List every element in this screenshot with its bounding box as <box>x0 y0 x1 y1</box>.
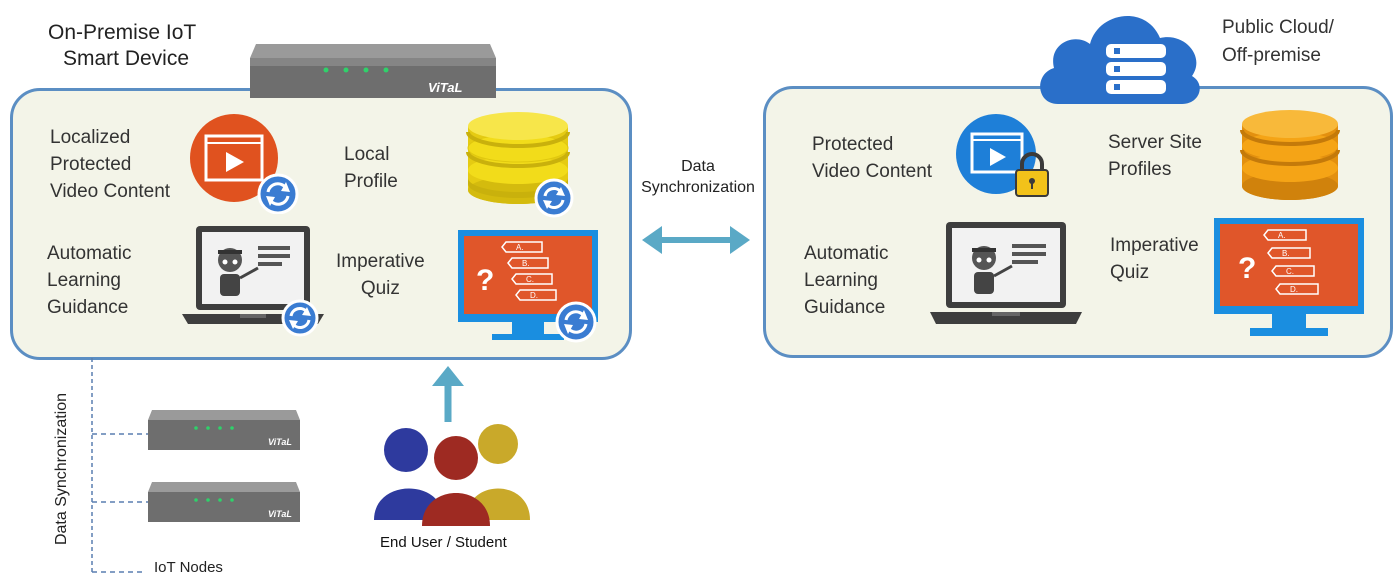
left-quiz-sync-icon <box>555 301 597 343</box>
right-quiz-monitor-icon: ? A. B. C. D. <box>1214 218 1364 336</box>
left-video-sync-icon <box>257 173 299 214</box>
left-video-label: Localized Protected Video Content <box>50 127 171 202</box>
vital-device-icon: ViTaL <box>250 44 496 98</box>
vertical-data-sync-label: Data Synchronization <box>53 392 70 546</box>
robot-icon <box>218 248 259 296</box>
right-video-icon <box>956 114 1049 197</box>
right-video-label: Protected Video Content <box>812 134 933 182</box>
on-premise-title: On-Premise IoT Smart Device <box>48 20 196 72</box>
left-laptop-icon <box>182 226 324 337</box>
svg-text:D.: D. <box>530 291 538 300</box>
end-user-label: End User / Student <box>380 534 507 551</box>
left-database-sync-icon <box>534 178 574 218</box>
left-quiz-monitor-icon: ? A. B. C. D. <box>458 230 598 343</box>
left-database-icon <box>466 112 574 218</box>
svg-text:A.: A. <box>1278 231 1286 240</box>
svg-text:D.: D. <box>1290 285 1298 294</box>
iot-node-device-1-icon: ViTaL <box>148 410 300 450</box>
svg-text:B.: B. <box>522 259 530 268</box>
user-up-arrow-icon <box>432 366 464 422</box>
right-quiz-question-mark: ? <box>1238 252 1256 285</box>
public-cloud-title: Public Cloud/ Off-premise <box>1222 14 1334 70</box>
left-quiz-question-mark: ? <box>476 264 494 297</box>
left-guidance-label: Automatic Learning Guidance <box>47 243 132 318</box>
end-users-icon <box>374 424 530 526</box>
public-cloud-title-line1: Public Cloud/ <box>1222 17 1334 38</box>
svg-text:C.: C. <box>1286 267 1294 276</box>
lock-icon <box>1015 152 1049 197</box>
public-cloud-title-line2: Off-premise <box>1222 45 1321 66</box>
on-premise-title-line2: Smart Device <box>63 47 190 70</box>
left-profile-label: Local Profile <box>344 144 398 192</box>
right-quiz-label: Imperative Quiz <box>1110 235 1199 283</box>
svg-text:ViTaL: ViTaL <box>268 509 292 519</box>
svg-text:C.: C. <box>526 275 534 284</box>
iot-nodes-label: IoT Nodes <box>154 559 223 576</box>
iot-node-connectors <box>91 358 150 573</box>
left-laptop-sync-icon <box>281 299 319 337</box>
bidirectional-sync-arrow-icon <box>642 226 750 254</box>
right-profile-label: Server Site Profiles <box>1108 132 1202 180</box>
svg-text:A.: A. <box>516 243 524 252</box>
svg-text:B.: B. <box>1282 249 1290 258</box>
left-video-icon <box>190 114 299 214</box>
right-laptop-icon <box>930 222 1082 324</box>
right-guidance-label: Automatic Learning Guidance <box>804 243 889 318</box>
iot-node-device-2-icon: ViTaL <box>148 482 300 522</box>
cloud-server-icon <box>1040 15 1200 104</box>
on-premise-title-line1: On-Premise IoT <box>48 21 197 44</box>
right-robot-icon <box>972 246 1013 294</box>
data-sync-label: Data Synchronization <box>641 158 755 196</box>
left-quiz-label: Imperative Quiz <box>336 251 425 299</box>
svg-text:ViTaL: ViTaL <box>268 437 292 447</box>
right-database-icon <box>1240 110 1340 200</box>
vital-brand-text: ViTaL <box>428 80 462 95</box>
